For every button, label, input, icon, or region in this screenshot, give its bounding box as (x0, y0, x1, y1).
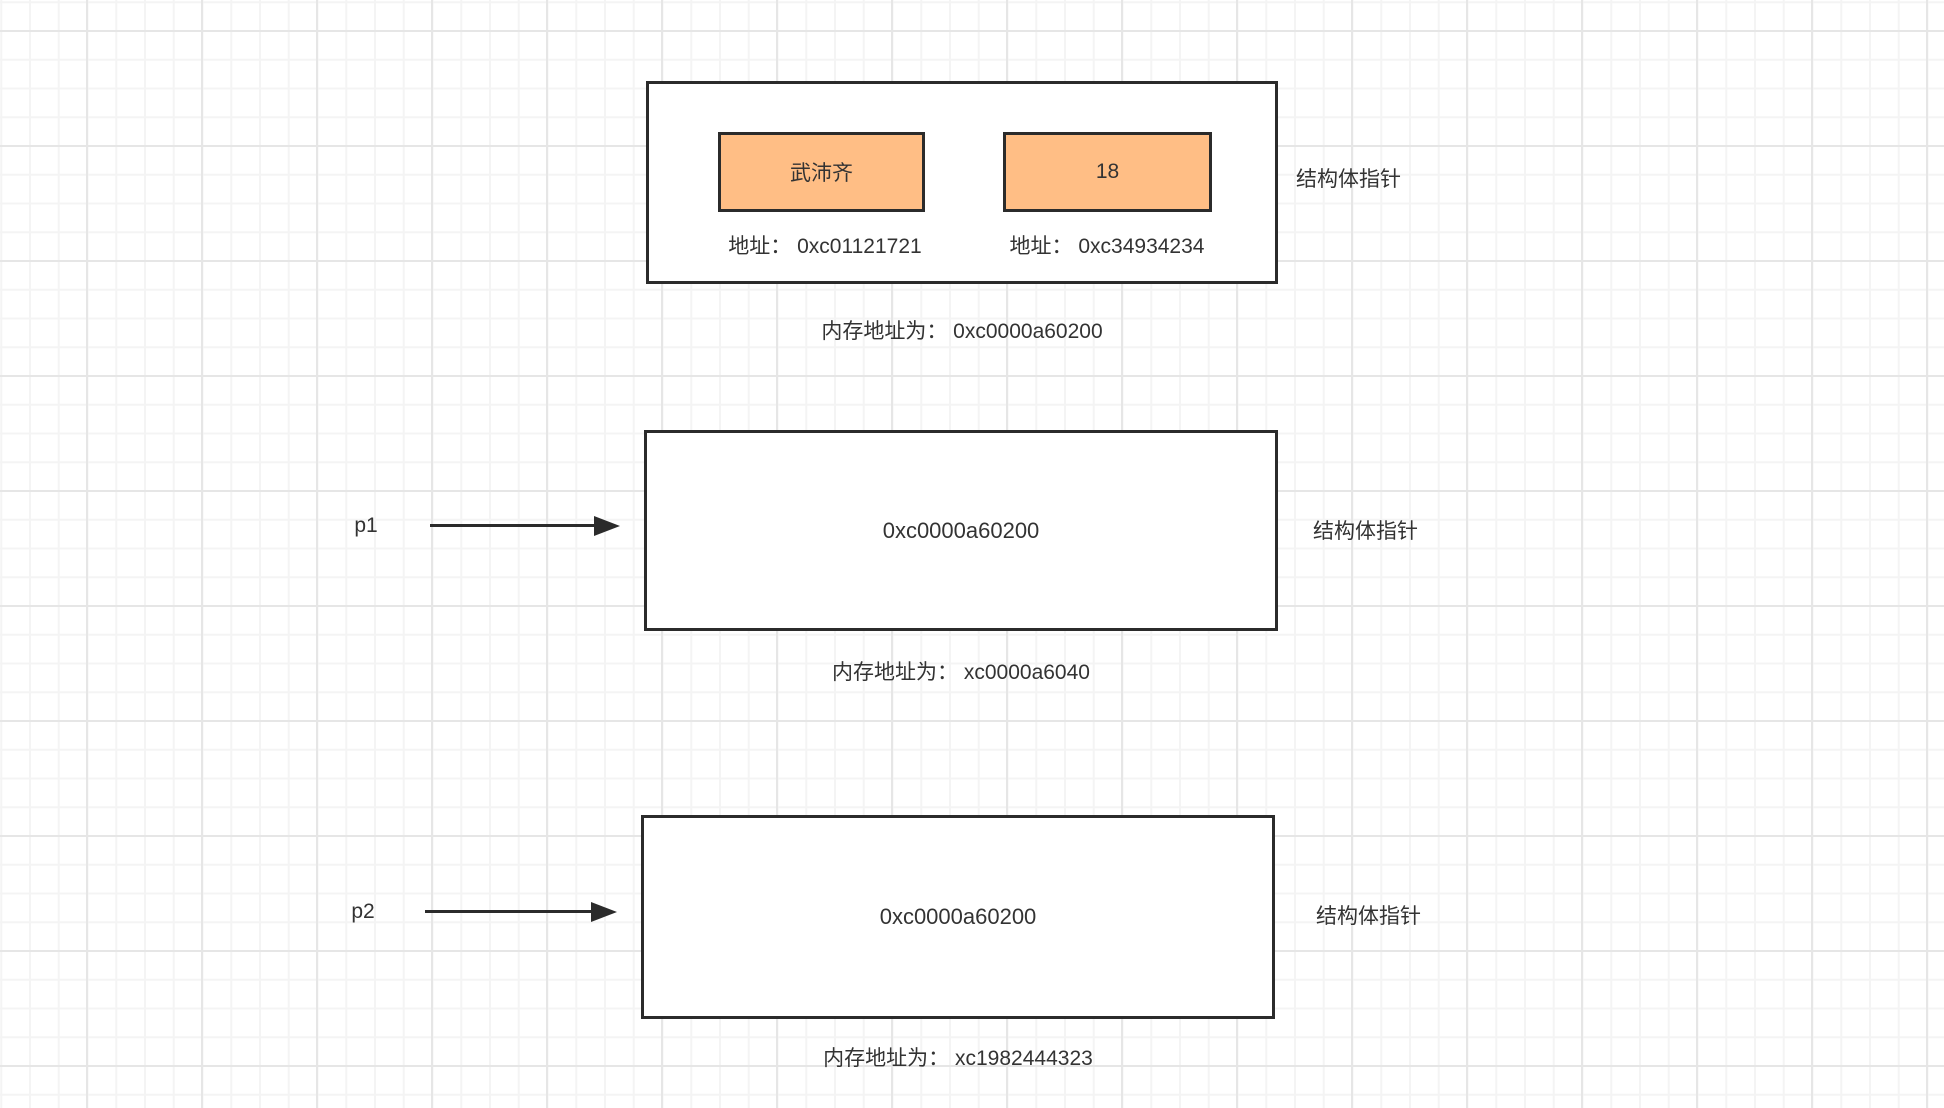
pointer-p1-value: 0xc0000a60200 (882, 517, 1040, 543)
pointer-p1-caption: 内存地址为： xc0000a6040 (832, 661, 1090, 684)
pointer-p2-side-label: 结构体指针 (1316, 905, 1421, 928)
struct-field-age-value: 18 (1095, 160, 1120, 183)
pointer-p2-box: 0xc0000a60200 (641, 815, 1275, 1019)
struct-field-age: 18 (1003, 132, 1212, 212)
struct-field-age-address: 地址： 0xc34934234 (1009, 235, 1205, 258)
pointer-p2-label: p2 (351, 900, 375, 923)
pointer-p1-label: p1 (354, 514, 378, 537)
struct-field-name-address: 地址： 0xc01121721 (728, 235, 922, 258)
struct-box-caption: 内存地址为： 0xc0000a60200 (821, 320, 1103, 343)
pointer-p2-caption: 内存地址为： xc1982444323 (823, 1047, 1093, 1070)
pointer-p1-box: 0xc0000a60200 (644, 430, 1278, 631)
pointer-p1-side-label: 结构体指针 (1313, 520, 1418, 543)
struct-box: 武沛齐 18 地址： 0xc01121721 地址： 0xc34934234 (646, 81, 1278, 284)
struct-box-side-label: 结构体指针 (1296, 168, 1401, 191)
pointer-p2-value: 0xc0000a60200 (879, 904, 1037, 929)
arrow-right-icon (591, 902, 617, 922)
struct-field-name: 武沛齐 (718, 132, 925, 212)
arrow-line (425, 910, 591, 913)
struct-field-name-value: 武沛齐 (790, 162, 853, 185)
arrow-line (430, 524, 596, 527)
arrow-right-icon (594, 516, 620, 536)
